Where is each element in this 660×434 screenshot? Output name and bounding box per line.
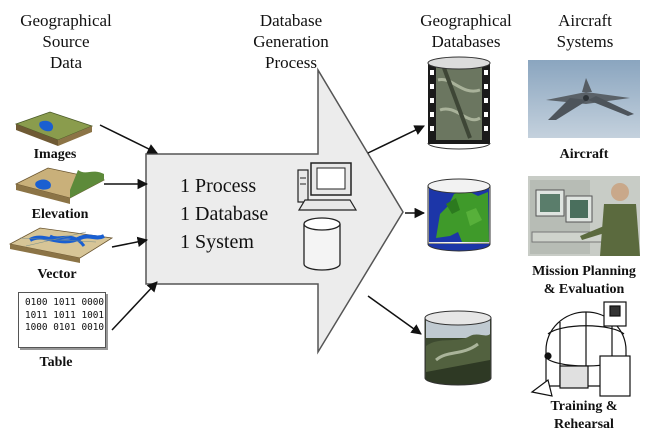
header-line: Source	[42, 32, 90, 51]
arrow-table	[111, 281, 158, 331]
process-line: 1 System	[180, 231, 254, 253]
process-summary: 1 Process 1 Database 1 System	[180, 172, 268, 256]
database-map-europe	[427, 178, 491, 252]
header-line: Geographical	[420, 11, 512, 30]
label-line: Training &	[550, 399, 618, 414]
arrow-vector	[111, 236, 149, 248]
label-elevation: Elevation	[31, 207, 89, 222]
label-mission-planning: Mission Planning & Evaluation	[520, 263, 648, 299]
elevation-thumbnail	[14, 167, 106, 204]
arrow-to-db3	[367, 295, 422, 335]
table-row: 0100 1011 0000	[25, 297, 105, 308]
label-line: Rehearsal	[554, 417, 614, 432]
aircraft-photo	[528, 60, 640, 138]
images-thumbnail	[14, 111, 94, 146]
label-line: Mission Planning	[532, 264, 636, 279]
header-line: Databases	[431, 32, 501, 51]
vector-thumbnail	[8, 227, 114, 263]
database-aerial-imagery	[427, 56, 491, 150]
arrow-to-db1	[367, 125, 425, 154]
database-terrain-view	[424, 310, 492, 386]
header-line: Data	[49, 53, 83, 72]
header-line: Generation	[253, 32, 329, 51]
header-generation-process: Database Generation Process	[236, 10, 346, 73]
header-geographical-databases: Geographical Databases	[404, 10, 528, 52]
label-aircraft: Aircraft	[559, 147, 609, 162]
header-line: Geographical	[20, 11, 112, 30]
process-arrow	[145, 67, 404, 355]
table-row: 1011 1011 1001	[25, 309, 105, 321]
header-line: Process	[265, 53, 317, 72]
training-simulator-drawing	[530, 301, 631, 397]
arrow-images	[99, 124, 158, 154]
label-training: Training & Rehearsal	[530, 398, 638, 434]
computer-icon	[297, 162, 358, 211]
binary-table-card: 0100 1011 0000 1011 1011 1001 1000 0101 …	[18, 292, 106, 348]
label-line: & Evaluation	[543, 282, 625, 297]
mission-planning-photo	[528, 176, 640, 256]
header-aircraft-systems: Aircraft Systems	[530, 10, 640, 52]
process-line: 1 Database	[180, 203, 269, 225]
header-line: Systems	[556, 32, 614, 51]
label-vector: Vector	[37, 267, 77, 282]
table-row: 1000 0101 0010	[25, 322, 105, 333]
header-line: Aircraft	[558, 11, 612, 30]
label-images: Images	[33, 147, 77, 162]
header-source-data: Geographical Source Data	[6, 10, 126, 73]
database-cylinder-icon	[303, 217, 341, 271]
process-line: 1 Process	[180, 175, 257, 197]
header-line: Database	[259, 11, 323, 30]
label-table: Table	[39, 355, 73, 370]
